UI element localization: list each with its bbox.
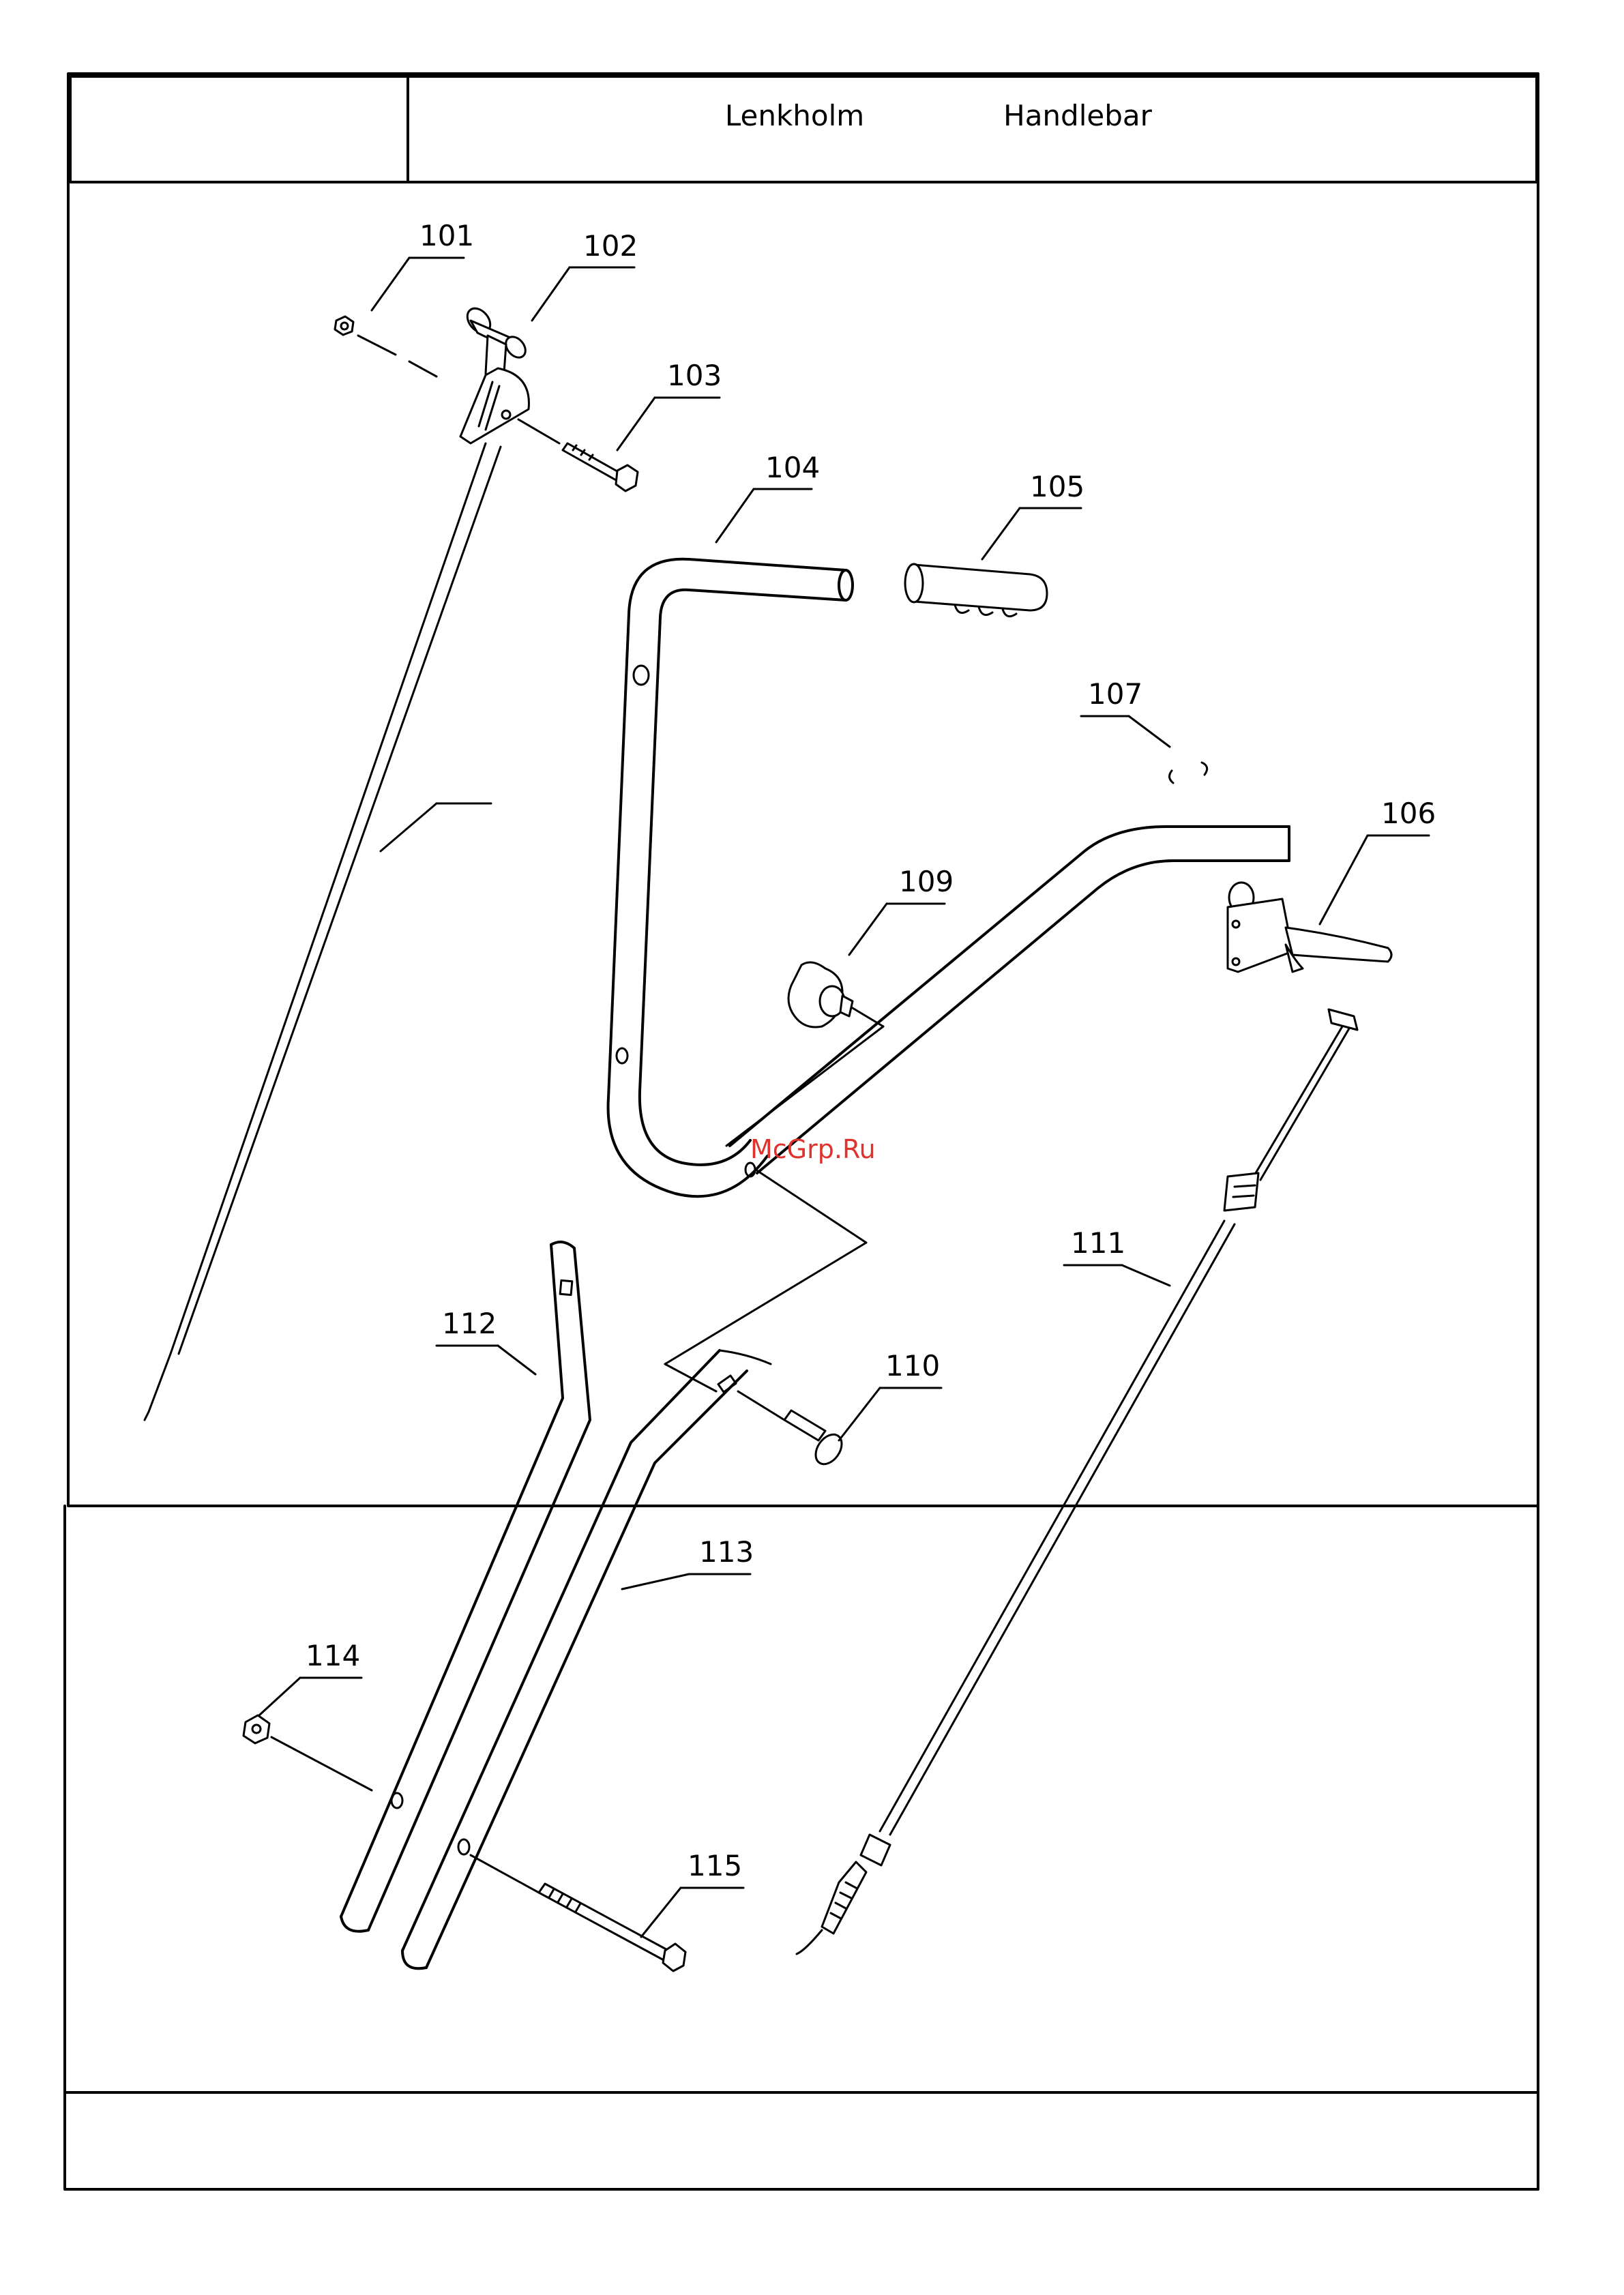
label-104: 104: [765, 451, 820, 484]
watermark: McGrp.Ru: [750, 1132, 900, 1166]
title-german: Lenkholm: [713, 95, 876, 136]
label-115: 115: [688, 1849, 742, 1882]
part-labels: 101 102 103 104 105 106 107 109 110 111 …: [306, 219, 1436, 1882]
label-103: 103: [667, 359, 722, 392]
part-106-brake-lever: [1228, 883, 1391, 972]
label-101: 101: [419, 219, 474, 252]
part-114-nut: [243, 1715, 372, 1790]
label-110: 110: [885, 1349, 940, 1382]
label-leaders: [259, 258, 1429, 1937]
part-107-clip: [1169, 762, 1207, 783]
title-english: Handlebar: [996, 95, 1160, 136]
label-109: 109: [899, 865, 954, 898]
label-105: 105: [1030, 470, 1084, 503]
part-102-lever: [460, 304, 529, 443]
throttle-cable: [145, 443, 501, 1420]
label-111: 111: [1071, 1226, 1125, 1260]
drawing-frame: [65, 74, 1538, 2189]
part-115-bolt: [471, 1855, 685, 1971]
assembly-guide-lines: [665, 1026, 883, 1391]
part-109-knob: [788, 962, 883, 1027]
part-105-grip: [905, 564, 1047, 617]
part-104-upper-handle: [608, 559, 853, 1196]
part-101-nut: [335, 316, 437, 376]
label-112: 112: [442, 1307, 497, 1340]
label-113: 113: [699, 1535, 754, 1569]
label-107: 107: [1088, 677, 1142, 711]
label-114: 114: [306, 1639, 360, 1672]
label-102: 102: [583, 229, 638, 263]
part-103-bolt: [518, 419, 638, 491]
part-110-bolt: [738, 1391, 847, 1469]
label-106: 106: [1381, 797, 1436, 830]
